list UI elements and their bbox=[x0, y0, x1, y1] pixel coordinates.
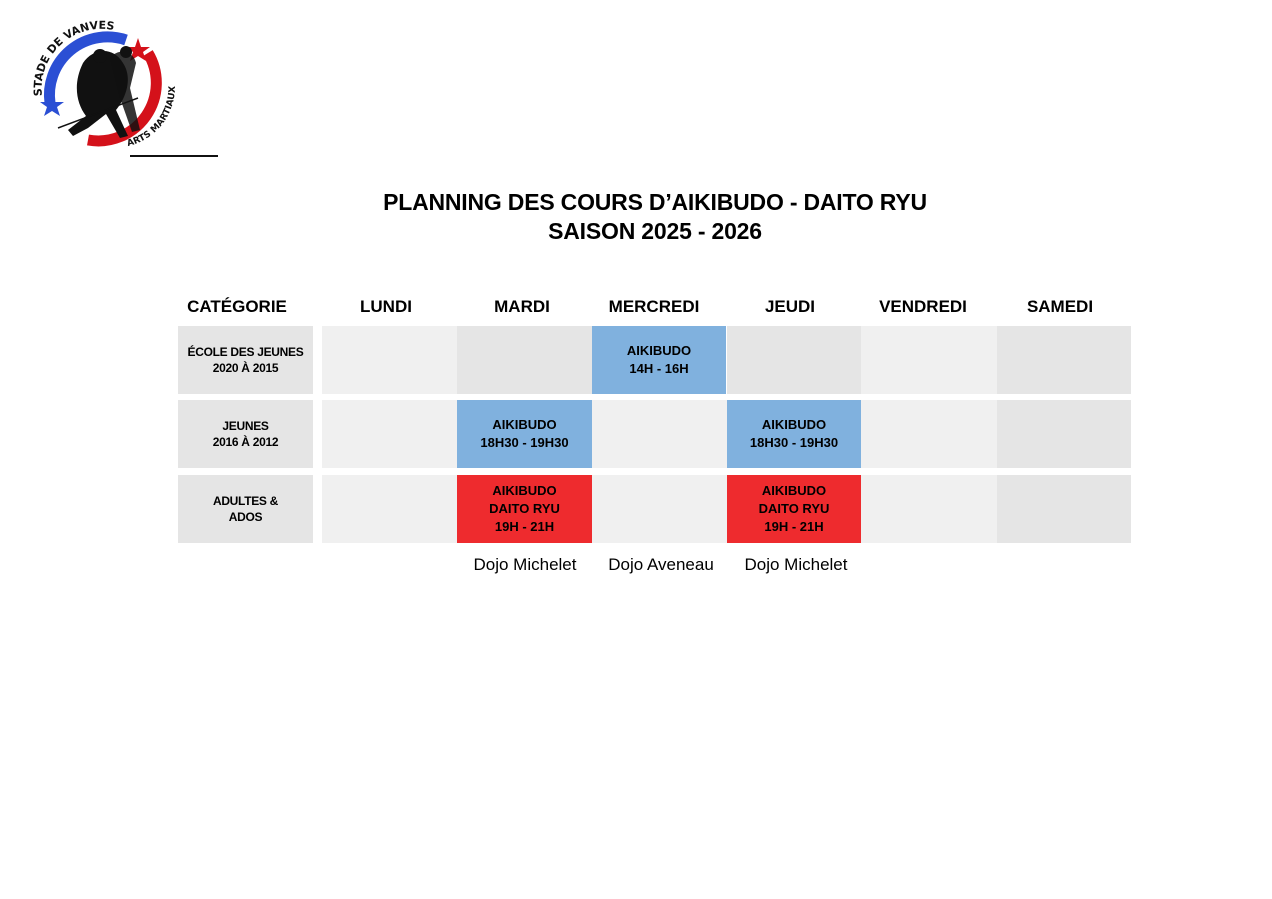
empty-slot bbox=[457, 326, 592, 394]
course-line: AIKIBUDO bbox=[626, 343, 692, 358]
empty-slot bbox=[861, 326, 997, 394]
course-slot-ecole-mercredi: AIKIBUDO 14H - 16H bbox=[592, 326, 726, 394]
course-slot-adultes-mardi: AIKIBUDO DAITO RYU 19H - 21H bbox=[457, 475, 592, 543]
empty-slot bbox=[861, 475, 997, 543]
course-line: 18H30 - 19H30 bbox=[749, 435, 839, 450]
course-line: AIKIBUDO bbox=[492, 483, 557, 498]
course-slot-jeunes-jeudi: AIKIBUDO 18H30 - 19H30 bbox=[727, 400, 861, 468]
row-category-ecole: ÉCOLE DES JEUNES 2020 À 2015 bbox=[178, 326, 313, 394]
header-vendredi: VENDREDI bbox=[879, 297, 967, 316]
header-mercredi: MERCREDI bbox=[608, 297, 700, 316]
row-category-adultes: ADULTES & ADOS bbox=[178, 475, 313, 543]
empty-slot bbox=[592, 475, 727, 543]
row-category-jeunes: JEUNES 2016 À 2012 bbox=[178, 400, 313, 468]
course-slot-jeunes-mardi: AIKIBUDO 18H30 - 19H30 bbox=[457, 400, 592, 468]
location-mercredi: Dojo Aveneau bbox=[608, 555, 714, 574]
header-category: CATÉGORIE bbox=[187, 297, 287, 316]
location-mardi: Dojo Michelet bbox=[473, 555, 577, 574]
course-line: 19H - 21H bbox=[764, 519, 824, 534]
category-line: JEUNES bbox=[222, 419, 269, 433]
category-line: ADOS bbox=[228, 510, 263, 524]
header-mardi: MARDI bbox=[494, 297, 550, 316]
course-line: 18H30 - 19H30 bbox=[480, 435, 569, 450]
empty-slot bbox=[322, 400, 457, 468]
course-line: DAITO RYU bbox=[489, 501, 560, 516]
club-logo: STADE DE VANVES ARTS MARTIAUX bbox=[28, 18, 223, 163]
empty-slot bbox=[997, 475, 1131, 543]
course-line: 14H - 16H bbox=[629, 361, 689, 376]
category-line: ÉCOLE DES JEUNES bbox=[187, 345, 304, 359]
header-samedi: SAMEDI bbox=[1026, 297, 1094, 316]
title-line-1: PLANNING DES COURS D’AIKIBUDO - DAITO RY… bbox=[383, 189, 927, 215]
empty-slot bbox=[322, 475, 457, 543]
header-lundi: LUNDI bbox=[360, 297, 412, 316]
course-slot-adultes-jeudi: AIKIBUDO DAITO RYU 19H - 21H bbox=[727, 475, 861, 543]
course-line: 19H - 21H bbox=[494, 519, 555, 534]
title-line-2: SAISON 2025 - 2026 bbox=[548, 218, 762, 244]
course-line: AIKIBUDO bbox=[492, 417, 557, 432]
empty-slot bbox=[997, 326, 1131, 394]
category-line: ADULTES & bbox=[212, 494, 279, 508]
category-line: 2016 À 2012 bbox=[212, 435, 279, 449]
course-line: DAITO RYU bbox=[758, 501, 830, 516]
page-title: PLANNING DES COURS D’AIKIBUDO - DAITO RY… bbox=[300, 188, 1010, 246]
empty-slot bbox=[997, 400, 1131, 468]
empty-slot bbox=[592, 400, 727, 468]
empty-slot bbox=[322, 326, 457, 394]
header-jeudi: JEUDI bbox=[764, 297, 816, 316]
category-line: 2020 À 2015 bbox=[212, 361, 279, 375]
location-jeudi: Dojo Michelet bbox=[744, 555, 848, 574]
empty-slot bbox=[861, 400, 997, 468]
course-line: AIKIBUDO bbox=[761, 483, 827, 498]
course-line: AIKIBUDO bbox=[761, 417, 827, 432]
empty-slot bbox=[727, 326, 861, 394]
